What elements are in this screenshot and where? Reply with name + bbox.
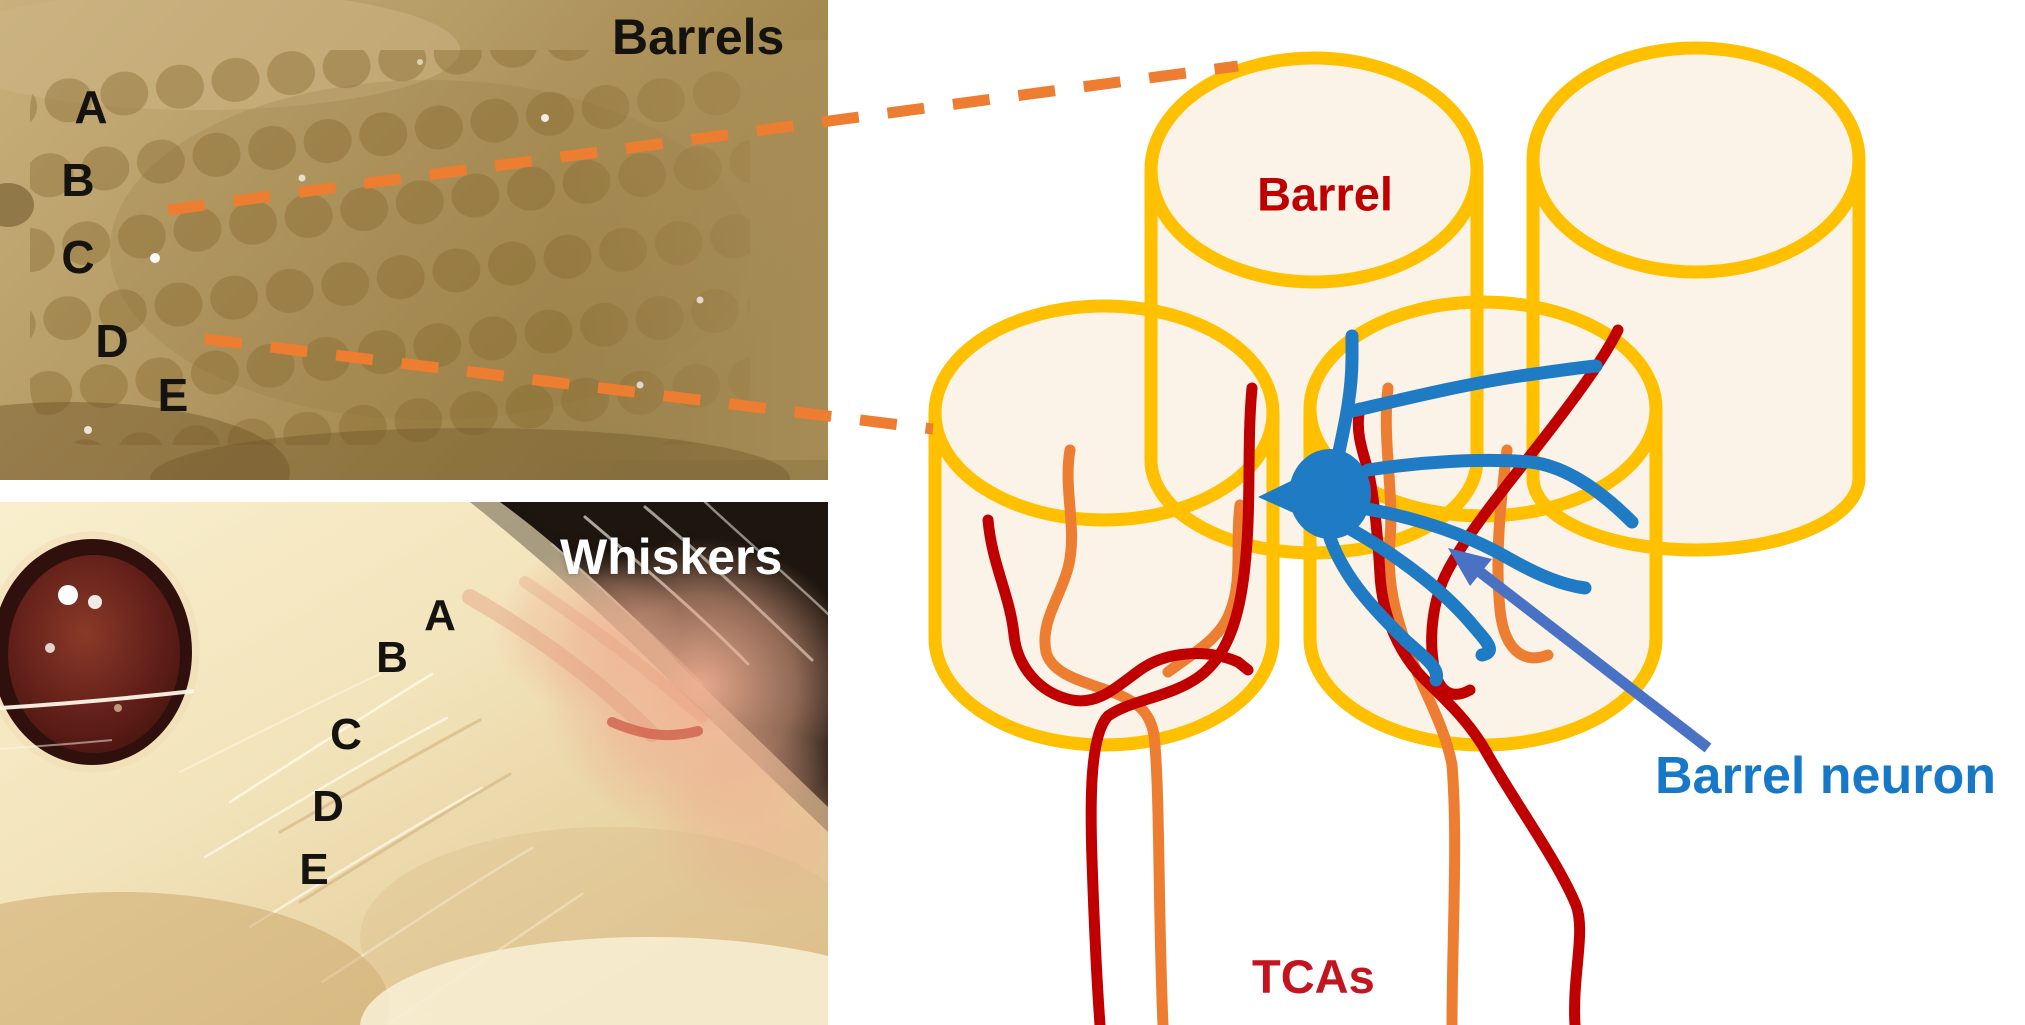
photo-specks-icon — [84, 59, 704, 434]
barrels-panel-title: Barrels — [612, 9, 785, 65]
single-whisker-icon — [0, 689, 195, 710]
whiskers-row-label-b: B — [376, 633, 408, 682]
barrel-cylinders-outline-icon — [928, 41, 1866, 752]
barrels-row-label-b: B — [61, 154, 95, 206]
tcas-label: TCAs — [1252, 950, 1375, 1003]
barrels-row-label-c: C — [61, 231, 95, 283]
barrels-row-label-e: E — [157, 369, 189, 421]
whiskers-row-label-d: D — [312, 782, 344, 831]
whiskers-photo: A B C D E — [0, 502, 828, 1025]
barrel-neuron-icon — [1258, 329, 1639, 687]
barrels-photo: A B C D E — [0, 0, 828, 480]
barrel-neuron-label: Barrel neuron — [1655, 747, 1996, 805]
whiskers-photo-art-icon — [0, 502, 828, 1025]
dashed-connector-lines-icon — [167, 60, 1239, 435]
barrels-row-label-d: D — [95, 315, 129, 367]
barrel-cylinder-label: Barrel — [1257, 167, 1393, 221]
whiskers-row-label-e: E — [299, 845, 329, 894]
snout-icon — [462, 537, 828, 917]
barrels-row-label-a: A — [74, 81, 108, 133]
whiskers-row-label-c: C — [330, 710, 362, 759]
whiskers-panel-title: Whiskers — [560, 529, 783, 585]
fur-streaks-icon — [179, 672, 584, 1024]
whiskers-row-label-a: A — [424, 591, 456, 640]
neuron-pointer-arrow-icon — [1448, 548, 1712, 753]
barrels-photo-art-icon — [0, 0, 828, 480]
